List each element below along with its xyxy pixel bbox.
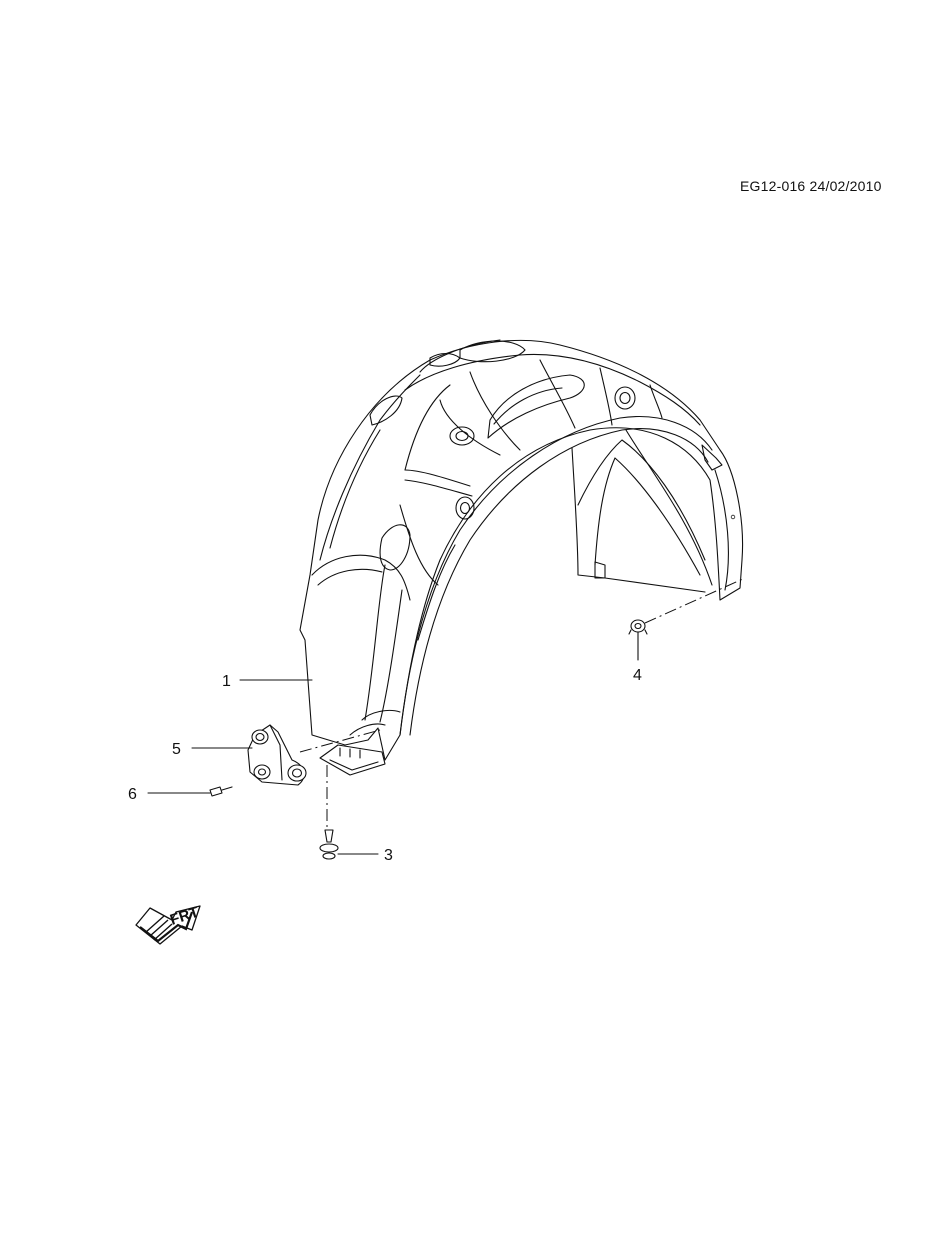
leader-lines [147,631,639,855]
callout-5: 5 [172,741,181,758]
front-direction-arrow-icon: FRT [135,904,201,945]
callout-1: 1 [222,673,231,690]
drawing-reference-code: EG12-016 24/02/2010 [740,178,882,194]
push-clip-part [319,829,339,860]
callout-4: 4 [633,667,642,684]
screw-part [209,786,233,797]
callout-3: 3 [384,847,393,864]
callout-6: 6 [128,786,137,803]
bracket-axis [299,729,381,753]
wheelhouse-liner [299,339,746,776]
bracket-part [247,724,307,786]
front-direction-label: FRT [168,904,201,929]
